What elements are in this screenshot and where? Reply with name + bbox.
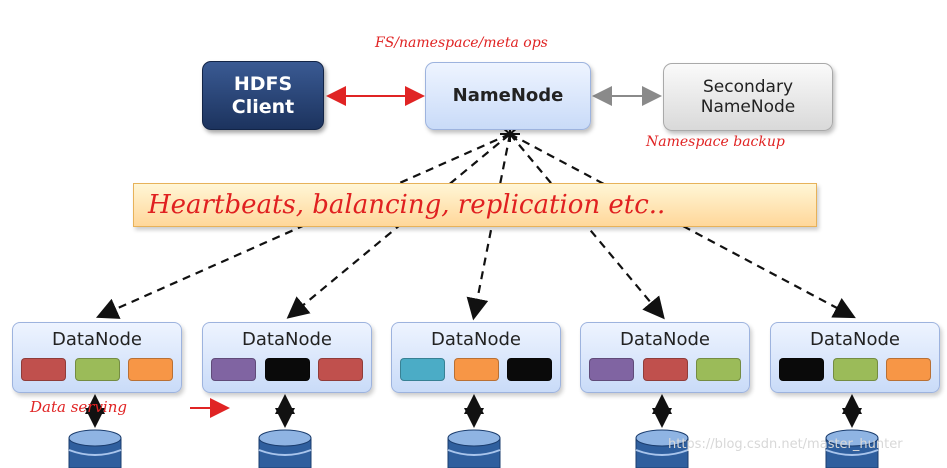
disk-storage-icon xyxy=(447,429,501,468)
disk-storage-icon xyxy=(635,429,689,468)
data-serving-annotation: Data serving xyxy=(30,398,127,416)
data-block xyxy=(507,358,552,381)
datanode-2: DataNode xyxy=(202,322,372,393)
disk-storage-icon xyxy=(68,429,122,468)
data-block xyxy=(21,358,66,381)
data-block xyxy=(832,358,878,381)
hdfs-client-node: HDFS Client xyxy=(202,61,324,130)
data-block xyxy=(696,358,741,381)
datanode-3: DataNode xyxy=(391,322,561,393)
secondary-namenode-node: Secondary NameNode xyxy=(663,63,833,131)
fs-ops-annotation: FS/namespace/meta ops xyxy=(375,35,548,51)
datanode-label: DataNode xyxy=(242,329,332,350)
data-block xyxy=(264,358,310,381)
namenode-label: NameNode xyxy=(452,85,564,107)
heartbeat-link-5 xyxy=(509,133,856,319)
watermark-text: https://blog.csdn.net/master_hunter xyxy=(668,437,903,452)
data-block xyxy=(886,358,931,381)
datanode-label: DataNode xyxy=(52,329,142,350)
heartbeat-link-3 xyxy=(466,133,512,321)
datanode-label: DataNode xyxy=(620,329,710,350)
datanode-1: DataNode xyxy=(12,322,182,393)
disk-storage-icon xyxy=(825,429,879,468)
secondary-namenode-label: Secondary NameNode xyxy=(700,76,796,117)
heartbeats-banner: Heartbeats, balancing, replication etc.. xyxy=(133,183,817,227)
data-block xyxy=(211,358,256,381)
data-block xyxy=(128,358,173,381)
data-block xyxy=(74,358,120,381)
hdfs-client-label: HDFS Client xyxy=(231,72,295,118)
data-block xyxy=(589,358,634,381)
heartbeats-label: Heartbeats, balancing, replication etc.. xyxy=(148,190,666,220)
datanode-5: DataNode xyxy=(770,322,940,393)
data-block xyxy=(642,358,688,381)
data-block xyxy=(400,358,445,381)
data-block xyxy=(453,358,499,381)
disk-storage-icon xyxy=(258,429,312,468)
namenode-node: NameNode xyxy=(425,62,591,130)
namespace-backup-annotation: Namespace backup xyxy=(646,134,785,150)
datanode-4: DataNode xyxy=(580,322,750,393)
datanode-label: DataNode xyxy=(810,329,900,350)
data-block xyxy=(318,358,363,381)
datanode-label: DataNode xyxy=(431,329,521,350)
data-block xyxy=(779,358,824,381)
